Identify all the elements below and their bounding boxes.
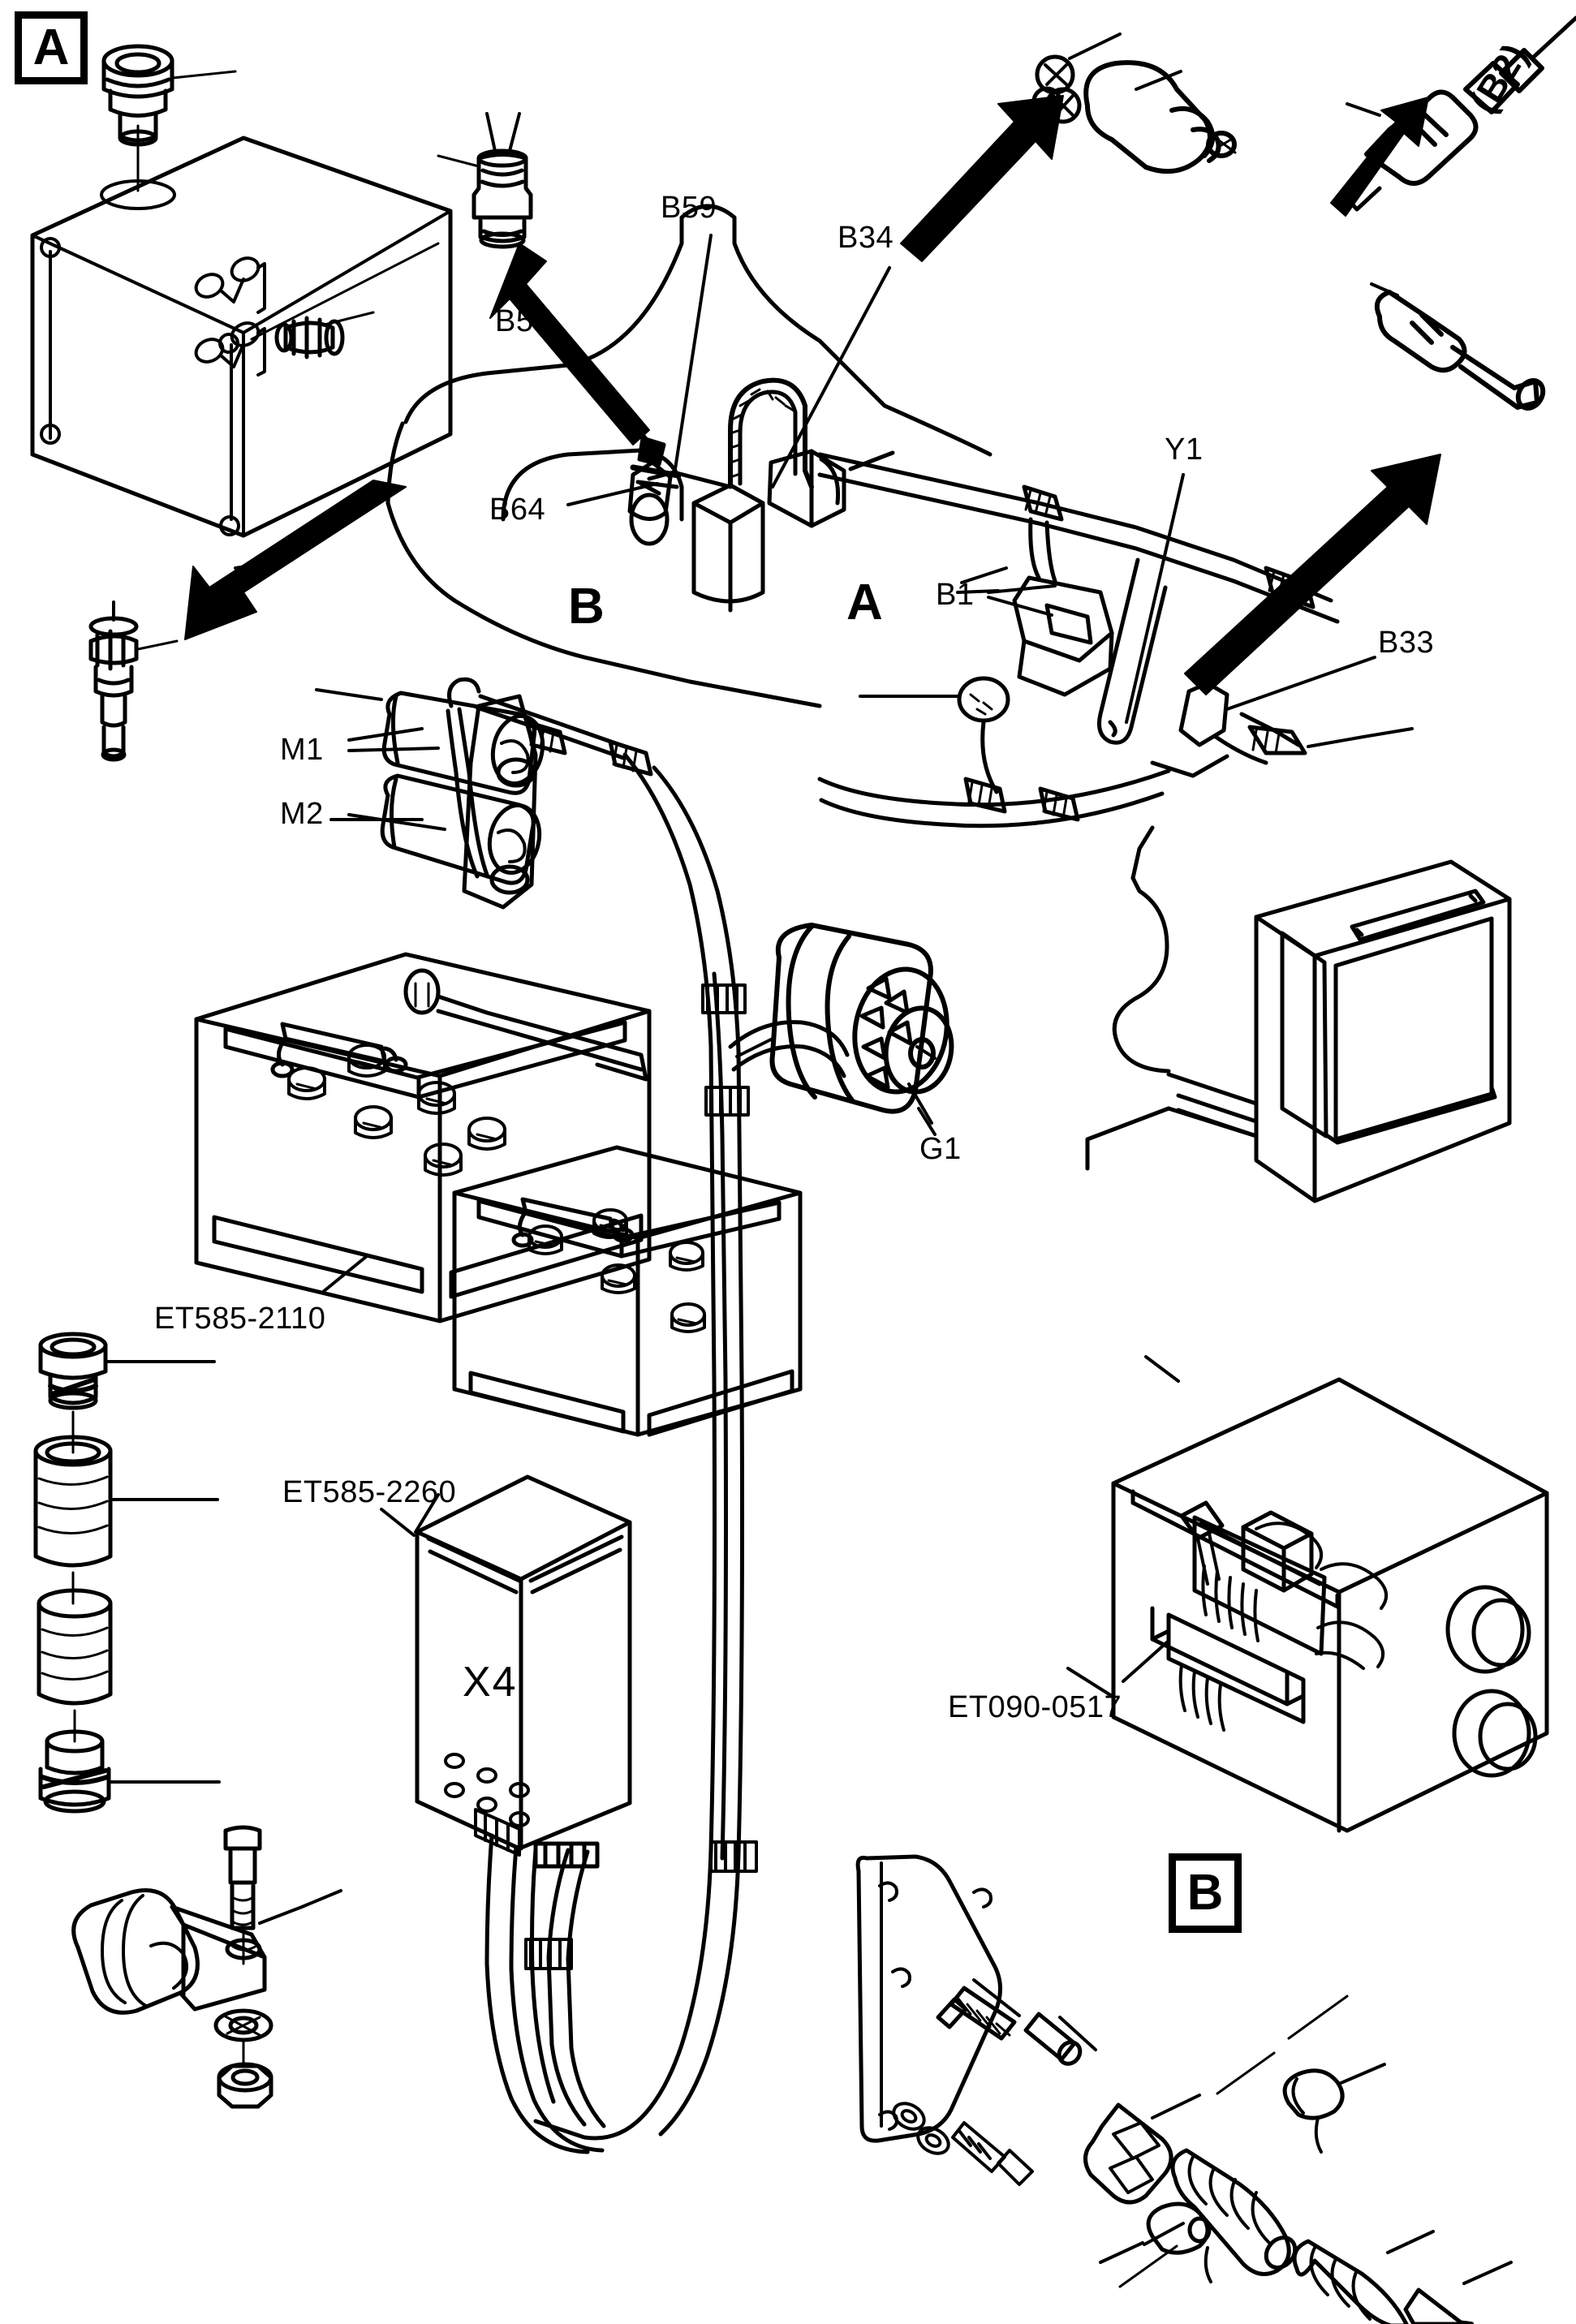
starter-motor-m2 [380,773,542,885]
temperature-sender [437,112,533,249]
arrow-to-right-sender [1184,454,1441,695]
temperature-sender-b2 [1340,15,1576,212]
arrow-to-pressure-switch [900,95,1064,262]
inline-connector [88,600,179,762]
callout-et585-2260: ET585-2260 [282,1475,457,1509]
cable-gland-stack [33,1332,174,1814]
control-box-et090-0517 [1066,1355,1549,1833]
harness-mid [817,676,1171,828]
callout-y1: Y1 [1165,433,1204,467]
callout-b33: B33 [1378,626,1435,660]
battery-pair-et585-2110 [194,952,803,1437]
battery-tray [1085,825,1512,1203]
detail-marker-b-label: B [1186,1865,1224,1921]
callout-b57: B57 [495,304,552,338]
solenoid-y1 [1097,557,1168,745]
detail-marker-a: A [15,11,88,84]
detail-marker-b: B [1169,1853,1242,1933]
main-cable-run [524,752,758,2141]
callout-b64: B64 [489,493,546,527]
callout-m2: M2 [280,797,324,831]
connector-b33 [1150,681,1365,778]
callout-b59: B59 [661,191,717,225]
connector-block-x4 [380,1474,632,2154]
central-junction-block [691,377,814,613]
junction-box-detail-a [30,124,453,538]
fitting-b57 [630,436,682,489]
main-harness-right [817,452,1340,697]
callout-g1: G1 [919,1132,962,1166]
callout-et090-0517: ET090-0517 [948,1690,1122,1724]
section-arrow-label-b: B [568,579,605,635]
callout-b1: B1 [936,578,975,612]
cable-gland [101,44,237,147]
threaded-connector [274,311,375,359]
section-arrow-label-a: A [846,575,884,630]
detail-marker-a-label: A [32,19,70,75]
pressure-switch [1031,32,1237,174]
detail-b-exploded-assembly [855,1854,1513,2324]
unlabeled-leaders [169,558,1414,1909]
temperature-sender-right [1370,282,1546,411]
harness-connectors [627,449,895,546]
alternator-g1 [735,923,954,1136]
starter-leads [315,677,653,879]
arrow-to-connector-left [184,480,407,640]
callout-x4: X4 [463,1659,518,1706]
callout-leaders [321,234,1376,1683]
callout-et585-2110: ET585-2110 [154,1302,326,1336]
engine-housing [385,204,993,708]
callout-b34: B34 [838,221,894,255]
callout-m1: M1 [280,733,324,767]
cable-clamp-assembly [71,1825,304,2109]
arrow-to-b2-sender [1330,97,1429,217]
